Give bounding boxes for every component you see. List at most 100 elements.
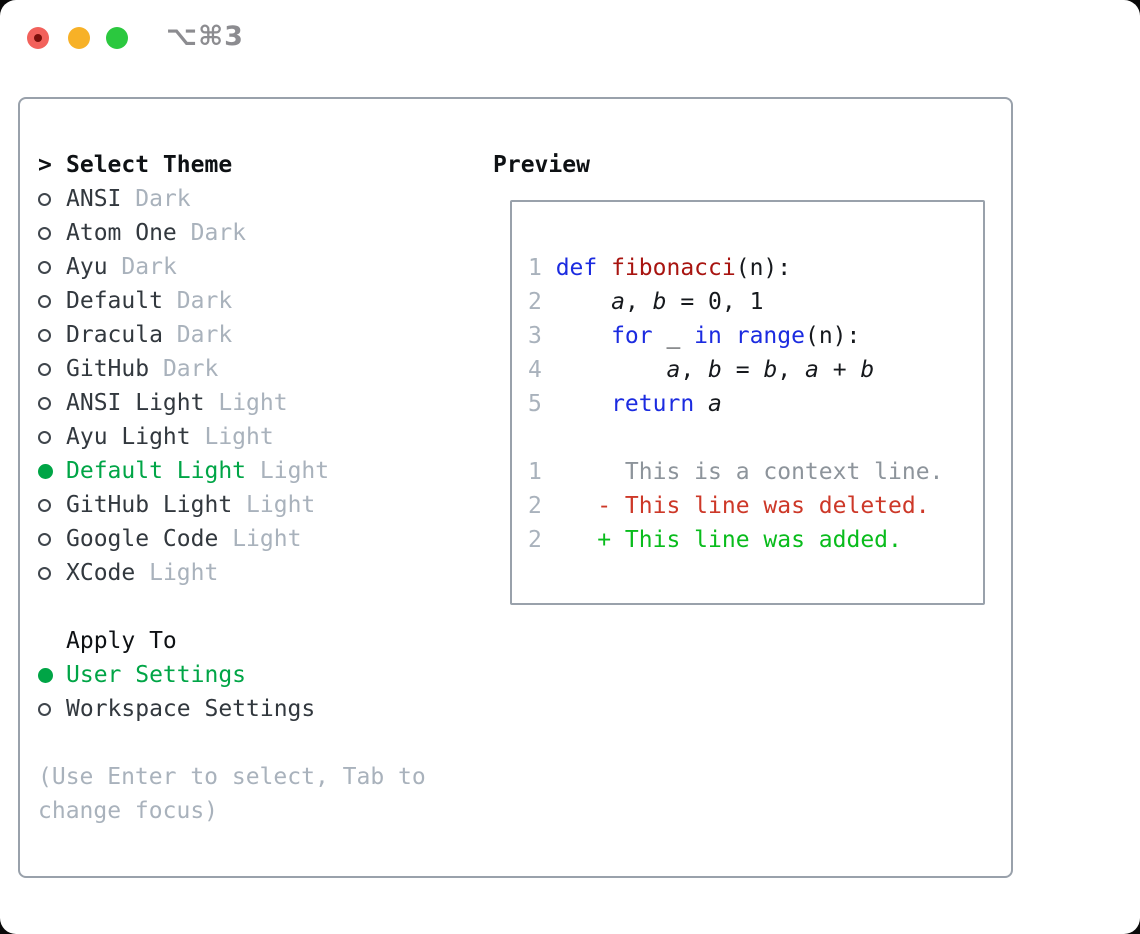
- theme-option-github-dark[interactable]: GitHub Dark: [38, 352, 426, 386]
- radio-icon: [38, 396, 51, 410]
- theme-option-atom-one-dark[interactable]: Atom One Dark: [38, 216, 426, 250]
- radio-icon: [38, 566, 51, 580]
- code-token-pl: =: [721, 357, 764, 383]
- code-token-var: a: [708, 391, 722, 417]
- theme-name: Default: [66, 288, 163, 314]
- theme-option-label: Default Dark: [66, 284, 232, 318]
- code-token-var: b: [708, 357, 722, 383]
- theme-option-github-light-light[interactable]: GitHub Light Light: [38, 488, 426, 522]
- code-token-pl: [556, 391, 611, 417]
- code-token-kw: return: [611, 391, 695, 417]
- theme-variant: Dark: [162, 356, 219, 382]
- theme-name: ANSI: [66, 186, 122, 212]
- theme-option-label: Atom One Dark: [66, 216, 246, 250]
- theme-option-xcode-light[interactable]: XCode Light: [38, 556, 426, 590]
- theme-variant: Dark: [176, 322, 233, 348]
- line-number: 2: [528, 289, 542, 315]
- code-token-del: - This line was deleted.: [555, 493, 930, 519]
- theme-option-google-code-light[interactable]: Google Code Light: [38, 522, 426, 556]
- spacer-line: [528, 421, 943, 455]
- theme-option-label: Dracula Dark: [66, 318, 232, 352]
- radio-icon: [38, 532, 51, 546]
- theme-option-ansi-light-light[interactable]: ANSI Light Light: [38, 386, 426, 420]
- theme-name: Ayu: [66, 254, 108, 280]
- theme-option-default-light-light[interactable]: Default Light Light: [38, 454, 426, 488]
- radio-icon: [38, 362, 51, 376]
- theme-option-label: Default Light Light: [66, 454, 329, 488]
- code-token-kw: range: [735, 323, 805, 349]
- theme-name: Atom One: [66, 220, 177, 246]
- select-theme-label: Select Theme: [66, 152, 233, 178]
- minimize-button[interactable]: [68, 27, 90, 49]
- code-token-var: a: [805, 357, 819, 383]
- theme-variant: Light: [259, 458, 330, 484]
- code-token-pl: [694, 391, 708, 417]
- help-text-line: change focus): [38, 794, 426, 828]
- code-token-add: + This line was added.: [555, 527, 902, 553]
- apply-to-title: Apply To: [66, 624, 177, 658]
- theme-option-default-dark[interactable]: Default Dark: [38, 284, 426, 318]
- code-line: 3 for _ in range(n):: [528, 319, 943, 353]
- zoom-button[interactable]: [106, 27, 128, 49]
- theme-option-ayu-dark[interactable]: Ayu Dark: [38, 250, 426, 284]
- code-token-var: a: [666, 357, 681, 383]
- prefix: [38, 667, 66, 683]
- apply-option-text: User Settings: [66, 662, 247, 688]
- prefix: [38, 430, 66, 444]
- theme-option-label: Ayu Light Light: [66, 420, 274, 454]
- radio-icon: [38, 260, 51, 274]
- help-text-line: (Use Enter to select, Tab to: [38, 760, 426, 794]
- code-token-pl: [556, 323, 611, 349]
- theme-option-ayu-light-light[interactable]: Ayu Light Light: [38, 420, 426, 454]
- theme-name: XCode: [66, 560, 136, 586]
- theme-option-label: GitHub Dark: [66, 352, 218, 386]
- theme-name: Ayu Light: [66, 424, 191, 450]
- code-token-pl: [722, 323, 736, 349]
- theme-option-label: Ayu Dark: [66, 250, 177, 284]
- code-token-kw: for: [611, 323, 653, 349]
- code-token-kw: def: [555, 255, 598, 281]
- prefix: [38, 328, 66, 342]
- code-token-ctx: This is a context line.: [555, 459, 944, 485]
- radio-icon: [38, 226, 51, 240]
- theme-option-ansi-dark[interactable]: ANSI Dark: [38, 182, 426, 216]
- theme-name: GitHub Light: [66, 492, 233, 518]
- theme-variant: Dark: [176, 288, 233, 314]
- code-token-pl: = 0, 1: [666, 289, 764, 315]
- code-token-var: a: [611, 289, 625, 315]
- prefix: [38, 702, 66, 716]
- apply-option-workspace-settings[interactable]: Workspace Settings: [38, 692, 426, 726]
- theme-variant: Light: [246, 492, 316, 518]
- theme-option-label: GitHub Light Light: [66, 488, 315, 522]
- line-number: 4: [528, 357, 542, 383]
- prefix: [38, 532, 66, 546]
- preview-box: 1 def fibonacci (n): 2 a, b = 0, 1 3 for _ i…: [510, 200, 985, 605]
- code-token-pl: ,: [680, 357, 709, 383]
- code-token-pl: _: [652, 323, 695, 349]
- radio-icon: [38, 294, 51, 308]
- close-button[interactable]: [27, 27, 49, 49]
- theme-name: Default Light: [66, 458, 247, 484]
- theme-option-dracula-dark[interactable]: Dracula Dark: [38, 318, 426, 352]
- spacer-row: [38, 590, 426, 624]
- prefix: [38, 294, 66, 308]
- radio-icon: [38, 702, 51, 716]
- prefix: [38, 362, 66, 376]
- code-token-pl: (n):: [804, 323, 861, 349]
- theme-option-label: ANSI Light Light: [66, 386, 288, 420]
- code-token-var: b: [763, 357, 778, 383]
- select-theme-header: >Select Theme: [38, 148, 426, 182]
- theme-variant: Dark: [135, 186, 191, 212]
- code-token-pl: [597, 255, 611, 281]
- code-token-pl: ,: [777, 357, 805, 383]
- code-token-fn: fibonacci: [611, 255, 736, 281]
- theme-name: Dracula: [66, 322, 163, 348]
- code-preview: 1 def fibonacci (n): 2 a, b = 0, 1 3 for _ i…: [528, 251, 943, 557]
- diff-line: 1 This is a context line.: [528, 455, 943, 489]
- select-theme-title: Select Theme: [66, 148, 232, 182]
- line-number: 1: [528, 459, 542, 485]
- prefix: [38, 226, 66, 240]
- apply-option-user-settings[interactable]: User Settings: [38, 658, 426, 692]
- help-text: change focus): [38, 798, 219, 824]
